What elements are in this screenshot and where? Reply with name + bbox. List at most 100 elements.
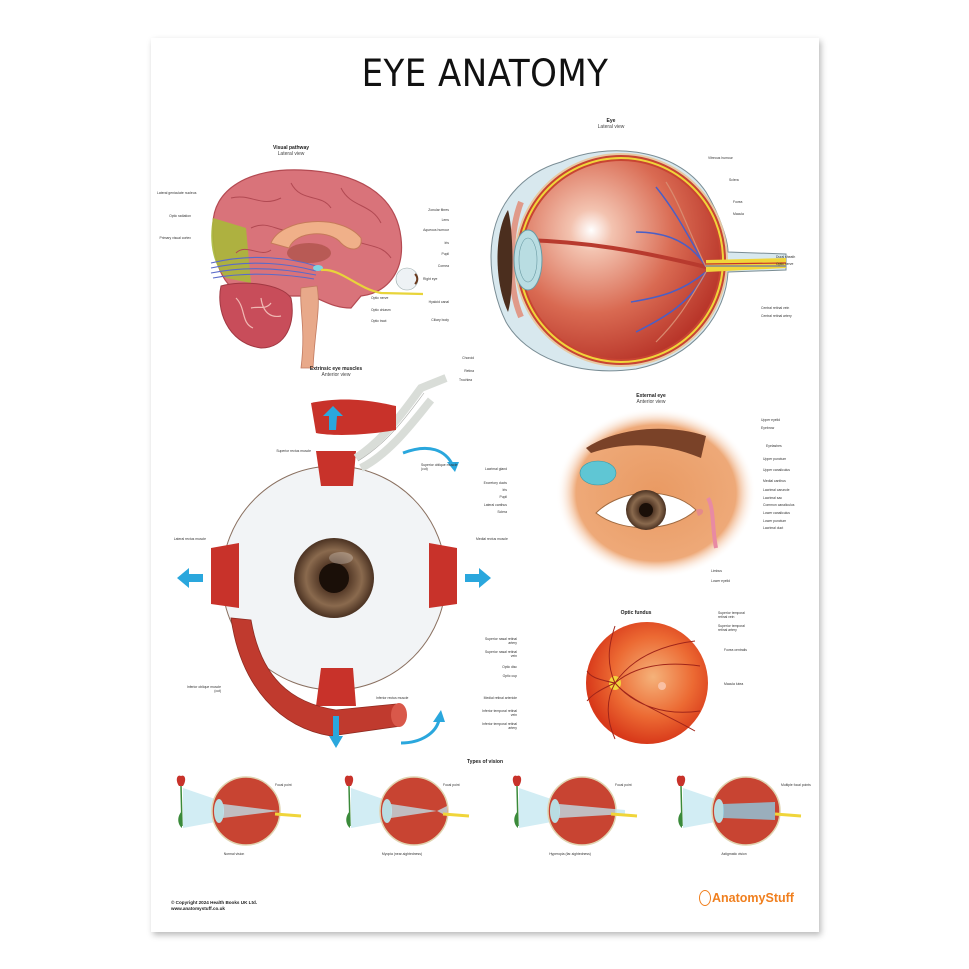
label-fovea: Fovea [733,200,743,204]
label-superior-nasal-retinal-vein: Superior nasal retinal vein [484,650,517,658]
label-sclera-external: Sclera [497,510,507,514]
vision-myopia-caption: Myopia (near-sightedness) [381,852,423,856]
anatomystuff-logo[interactable]: AnatomyStuff [699,890,794,906]
vision-item-normal: Focal point Normal vision [171,766,311,856]
copyright-text: © Copyright 2024 Health Books UK Ltd. [171,900,258,905]
label-pupil-external: Pupil [499,495,507,499]
poster-title: EYE ANATOMY [361,52,609,95]
label-pupil: Pupil [441,252,449,256]
poster: EYE ANATOMY Visual pathway Lateral view … [151,38,819,932]
external-eye-heading: External eye Anterior view [616,393,686,405]
label-eyebrow: Eyebrow [761,426,775,430]
vision-eye-hyperopia-illustration [512,775,638,846]
label-superior-rectus-muscle: Superior rectus muscle [276,449,311,453]
label-optic-cup: Optic cup [502,674,517,678]
label-sclera: Sclera [729,178,739,182]
vision-item-astigmatic: Multiple focal points Astigmatic vision [671,766,819,856]
label-optic-radiation: Optic radiation [169,214,191,218]
label-optic-tract: Optic tract [371,319,387,323]
brand-name: AnatomyStuff [712,891,794,905]
label-inferior-rectus-muscle: Inferior rectus muscle [376,696,409,700]
vision-item-myopia: Focal point Myopia (near-sightedness) [339,766,479,856]
label-lateral-canthus: Lateral canthus [483,503,507,507]
label-medial-rectus-muscle: Medial rectus muscle [476,537,508,541]
label-lower-eyelid: Lower eyelid [711,579,731,583]
vision-eye-normal-illustration [176,775,302,846]
vision-hyperopia-label: Focal point [615,783,632,787]
label-primary-visual-cortex: Primary visual cortex [159,236,191,240]
visual-pathway-heading: Visual pathway Lateral view [251,145,331,157]
label-upper-punctum: Upper punctum [763,457,787,461]
optic-fundus-heading: Optic fundus [606,610,666,616]
vision-astigmatic-label: Multiple focal points [781,783,811,787]
label-lower-canaliculus: Lower canaliculus [763,511,790,515]
label-inferior-oblique-muscle: Inferior oblique muscle (cut) [186,685,221,693]
label-central-retinal-artery: Central retinal artery [761,314,792,318]
label-medial-retinal-arteriole: Medial retinal arteriole [483,696,517,700]
brain-illustration [210,169,424,369]
vision-eye-myopia-illustration [344,775,470,846]
vision-eye-astigmatic-illustration [676,775,802,846]
eye-lateral-heading: Eye Lateral view [581,118,641,130]
website-link[interactable]: www.anatomystuff.co.uk [171,906,225,911]
vision-normal-caption: Normal vision [223,852,245,856]
label-iris: Iris [444,241,449,245]
vision-myopia-label: Focal point [443,783,460,787]
label-trochlea: Trochlea [459,378,473,382]
label-lateral-geniculate-nucleus: Lateral geniculate nucleus [157,191,197,195]
label-retina: Retina [464,369,474,373]
label-central-retinal-vein: Central retinal vein [761,306,790,310]
visual-pathway-title: Visual pathway [272,145,310,151]
label-lacrimal-duct: Lacrimal duct [763,526,784,530]
label-superior-nasal-retinal-artery: Superior nasal retinal artery [484,637,517,645]
eye-cross-section-illustration [490,150,787,372]
label-vitreous-humour: Vitreous humour [708,156,733,160]
vision-item-hyperopia: Focal point Hyperopia (far-sightedness) [507,766,647,856]
external-eye-illustration [556,408,756,578]
vision-hyperopia-caption: Hyperopia (far-sightedness) [549,852,591,856]
label-superior-temporal-retinal-artery: Superior temporal retinal artery [718,624,745,632]
vision-normal-label: Focal point [275,783,292,787]
label-inferior-temporal-retinal-artery: Inferior temporal retinal artery [482,722,517,730]
label-upper-eyelid: Upper eyelid [761,418,781,422]
label-lens: Lens [441,218,449,222]
label-dural-sheath: Dural sheath [776,255,796,259]
extrinsic-muscles-title: Extrinsic eye muscles [309,366,363,372]
label-fovea-centralis: Fovea centralis [724,648,747,652]
external-eye-subtitle: Anterior view [636,399,666,405]
label-lacrimal-caruncle: Lacrimal caruncle [763,488,790,492]
footer-copyright-block: © Copyright 2024 Health Books UK Ltd. ww… [171,900,257,912]
label-optic-nerve-lateral: Optic nerve [776,262,794,266]
label-medial-canthus: Medial canthus [763,479,786,483]
external-eye-title: External eye [636,393,666,399]
label-ciliary-body: Ciliary body [431,318,449,322]
label-choroid: Choroid [462,356,474,360]
label-iris-external: Iris [502,488,507,492]
label-cornea: Cornea [437,264,449,268]
label-superior-oblique-muscle: Superior oblique muscle (cut) [421,463,458,471]
label-limbus: Limbus [711,569,722,573]
optic-fundus-illustration [586,622,708,744]
label-upper-canaliculus: Upper canaliculus [763,468,790,472]
right-eye-small-icon [395,267,419,291]
label-lateral-rectus-muscle: Lateral rectus muscle [173,537,206,541]
extrinsic-muscles-heading: Extrinsic eye muscles Anterior view [296,366,376,378]
anatomystuff-figure-icon [699,890,711,906]
label-lower-punctum: Lower punctum [763,519,787,523]
visual-pathway-subtitle: Lateral view [277,151,305,157]
eye-lateral-subtitle: Lateral view [597,124,625,130]
label-aqueous-humour: Aqueous humour [423,228,449,232]
optic-fundus-title: Optic fundus [620,610,652,616]
eye-lateral-title: Eye [606,118,616,124]
vision-astigmatic-caption: Astigmatic vision [721,852,747,856]
label-optic-disc: Optic disc [502,665,517,669]
label-excretory-ducts: Excretory ducts [483,481,507,485]
extrinsic-muscles-subtitle: Anterior view [321,372,351,378]
label-macula-lutea: Macula lutea [724,682,744,686]
label-lacrimal-sac: Lacrimal sac [763,496,783,500]
types-of-vision-title: Types of vision [466,759,504,765]
label-superior-temporal-retinal-vein: Superior temporal retinal vein [718,611,745,619]
label-optic-nerve: Optic nerve [371,296,389,300]
extrinsic-muscles-illustration [177,374,491,748]
label-macula: Macula [733,212,744,216]
